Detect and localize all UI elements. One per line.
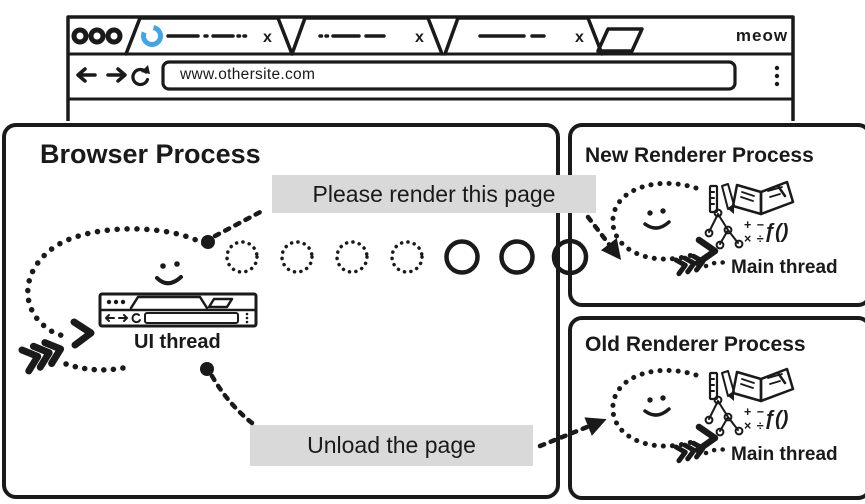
back-icon[interactable] (76, 67, 97, 83)
tab-2[interactable]: x (290, 16, 444, 56)
new-renderer-title: New Renderer Process (585, 144, 814, 167)
tab-1[interactable]: x (124, 16, 294, 56)
tab-close-icon[interactable]: x (263, 29, 272, 46)
url-input[interactable]: www.othersite.com (180, 66, 316, 83)
message-unload: Unload the page (250, 425, 533, 466)
url-input-outline[interactable] (161, 60, 737, 91)
brand-logo: meow (735, 26, 789, 45)
new-tab-button[interactable] (596, 27, 644, 53)
browser-process-title: Browser Process (40, 139, 261, 169)
loading-spinner-icon (141, 25, 163, 47)
tab-close-icon[interactable]: x (575, 29, 584, 46)
browser-window-illustration: x x x (66, 15, 795, 121)
menu-kebab-icon[interactable] (774, 65, 780, 87)
forward-icon[interactable] (106, 67, 127, 83)
ui-thread-label: UI thread (134, 331, 221, 353)
window-control-buttons[interactable] (71, 27, 123, 45)
tab-close-icon[interactable]: x (415, 29, 424, 46)
message-please-render: Please render this page (272, 175, 596, 213)
old-renderer-title: Old Renderer Process (585, 333, 806, 356)
window-frame (66, 15, 795, 121)
main-thread-label-old: Main thread (731, 444, 838, 465)
tab-3[interactable]: x (443, 16, 604, 56)
reload-icon[interactable] (131, 65, 150, 87)
main-thread-label-new: Main thread (731, 257, 838, 278)
